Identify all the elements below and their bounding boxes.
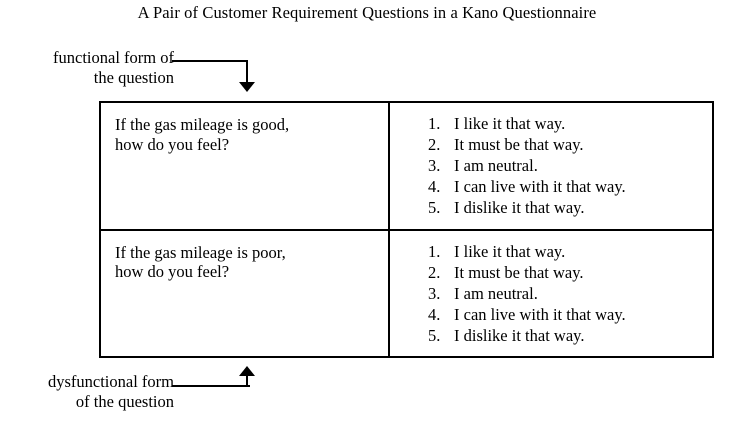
list-item[interactable]: 3. I am neutral. bbox=[390, 155, 712, 176]
question-text: If the gas mileage is poor, how do you f… bbox=[115, 242, 286, 282]
functional-connector-horizontal-line bbox=[172, 60, 248, 62]
dysfunctional-form-label: dysfunctional form of the question bbox=[4, 372, 174, 412]
answer-number: 2. bbox=[428, 262, 441, 282]
functional-connector-vertical-line bbox=[246, 60, 248, 83]
answer-label: I am neutral. bbox=[454, 283, 538, 303]
dysfunctional-connector-vertical-line bbox=[246, 376, 248, 387]
question-text: If the gas mileage is good, how do you f… bbox=[115, 115, 290, 154]
list-item[interactable]: 4. I can live with it that way. bbox=[390, 176, 712, 197]
list-item[interactable]: 3. I am neutral. bbox=[390, 283, 712, 304]
answer-label: It must be that way. bbox=[454, 135, 584, 154]
list-item[interactable]: 1. I like it that way. bbox=[390, 241, 712, 262]
answers-cell: 1. I like it that way. 2. It must be tha… bbox=[389, 102, 713, 230]
table-row: If the gas mileage is good, how do you f… bbox=[100, 102, 713, 230]
answer-number: 3. bbox=[428, 283, 441, 303]
list-item[interactable]: 2. It must be that way. bbox=[390, 262, 712, 283]
answer-label: I like it that way. bbox=[454, 114, 566, 133]
answer-number: 1. bbox=[428, 114, 441, 133]
answer-options-list: 1. I like it that way. 2. It must be tha… bbox=[390, 231, 712, 346]
question-cell: If the gas mileage is poor, how do you f… bbox=[100, 228, 390, 357]
list-item[interactable]: 1. I like it that way. bbox=[390, 113, 712, 134]
answer-label: I am neutral. bbox=[454, 156, 538, 175]
functional-form-label: functional form of the question bbox=[8, 48, 174, 88]
answer-label: It must be that way. bbox=[454, 262, 584, 282]
functional-form-label-line2: the question bbox=[93, 68, 174, 87]
page-title: A Pair of Customer Requirement Questions… bbox=[137, 3, 597, 22]
dysfunctional-connector-horizontal-line bbox=[172, 385, 250, 387]
list-item[interactable]: 5. I dislike it that way. bbox=[390, 197, 712, 218]
answer-number: 4. bbox=[428, 177, 441, 196]
answers-cell: 1. I like it that way. 2. It must be tha… bbox=[389, 228, 713, 357]
answer-number: 3. bbox=[428, 156, 441, 175]
dysfunctional-form-label-line1: dysfunctional form bbox=[47, 372, 174, 391]
answer-label: I dislike it that way. bbox=[454, 325, 585, 345]
list-item[interactable]: 4. I can live with it that way. bbox=[390, 304, 712, 325]
answer-number: 1. bbox=[428, 241, 441, 261]
answer-number: 5. bbox=[428, 198, 441, 217]
kano-questionnaire-table: If the gas mileage is good, how do you f… bbox=[99, 101, 714, 358]
answer-label: I can live with it that way. bbox=[454, 304, 626, 324]
question-cell: If the gas mileage is good, how do you f… bbox=[100, 102, 390, 230]
answer-label: I can live with it that way. bbox=[454, 177, 626, 196]
answer-number: 2. bbox=[428, 135, 441, 154]
dysfunctional-form-label-line2: of the question bbox=[75, 392, 174, 411]
functional-form-label-line1: functional form of bbox=[53, 48, 174, 67]
answer-number: 4. bbox=[428, 304, 441, 324]
list-item[interactable]: 2. It must be that way. bbox=[390, 134, 712, 155]
functional-arrow-down-icon bbox=[239, 82, 255, 92]
dysfunctional-arrow-up-icon bbox=[239, 366, 255, 376]
answer-number: 5. bbox=[428, 325, 441, 345]
list-item[interactable]: 5. I dislike it that way. bbox=[390, 325, 712, 346]
table-row: If the gas mileage is poor, how do you f… bbox=[100, 228, 713, 357]
answer-label: I like it that way. bbox=[454, 241, 566, 261]
answer-options-list: 1. I like it that way. 2. It must be tha… bbox=[390, 103, 712, 218]
answer-label: I dislike it that way. bbox=[454, 198, 585, 217]
